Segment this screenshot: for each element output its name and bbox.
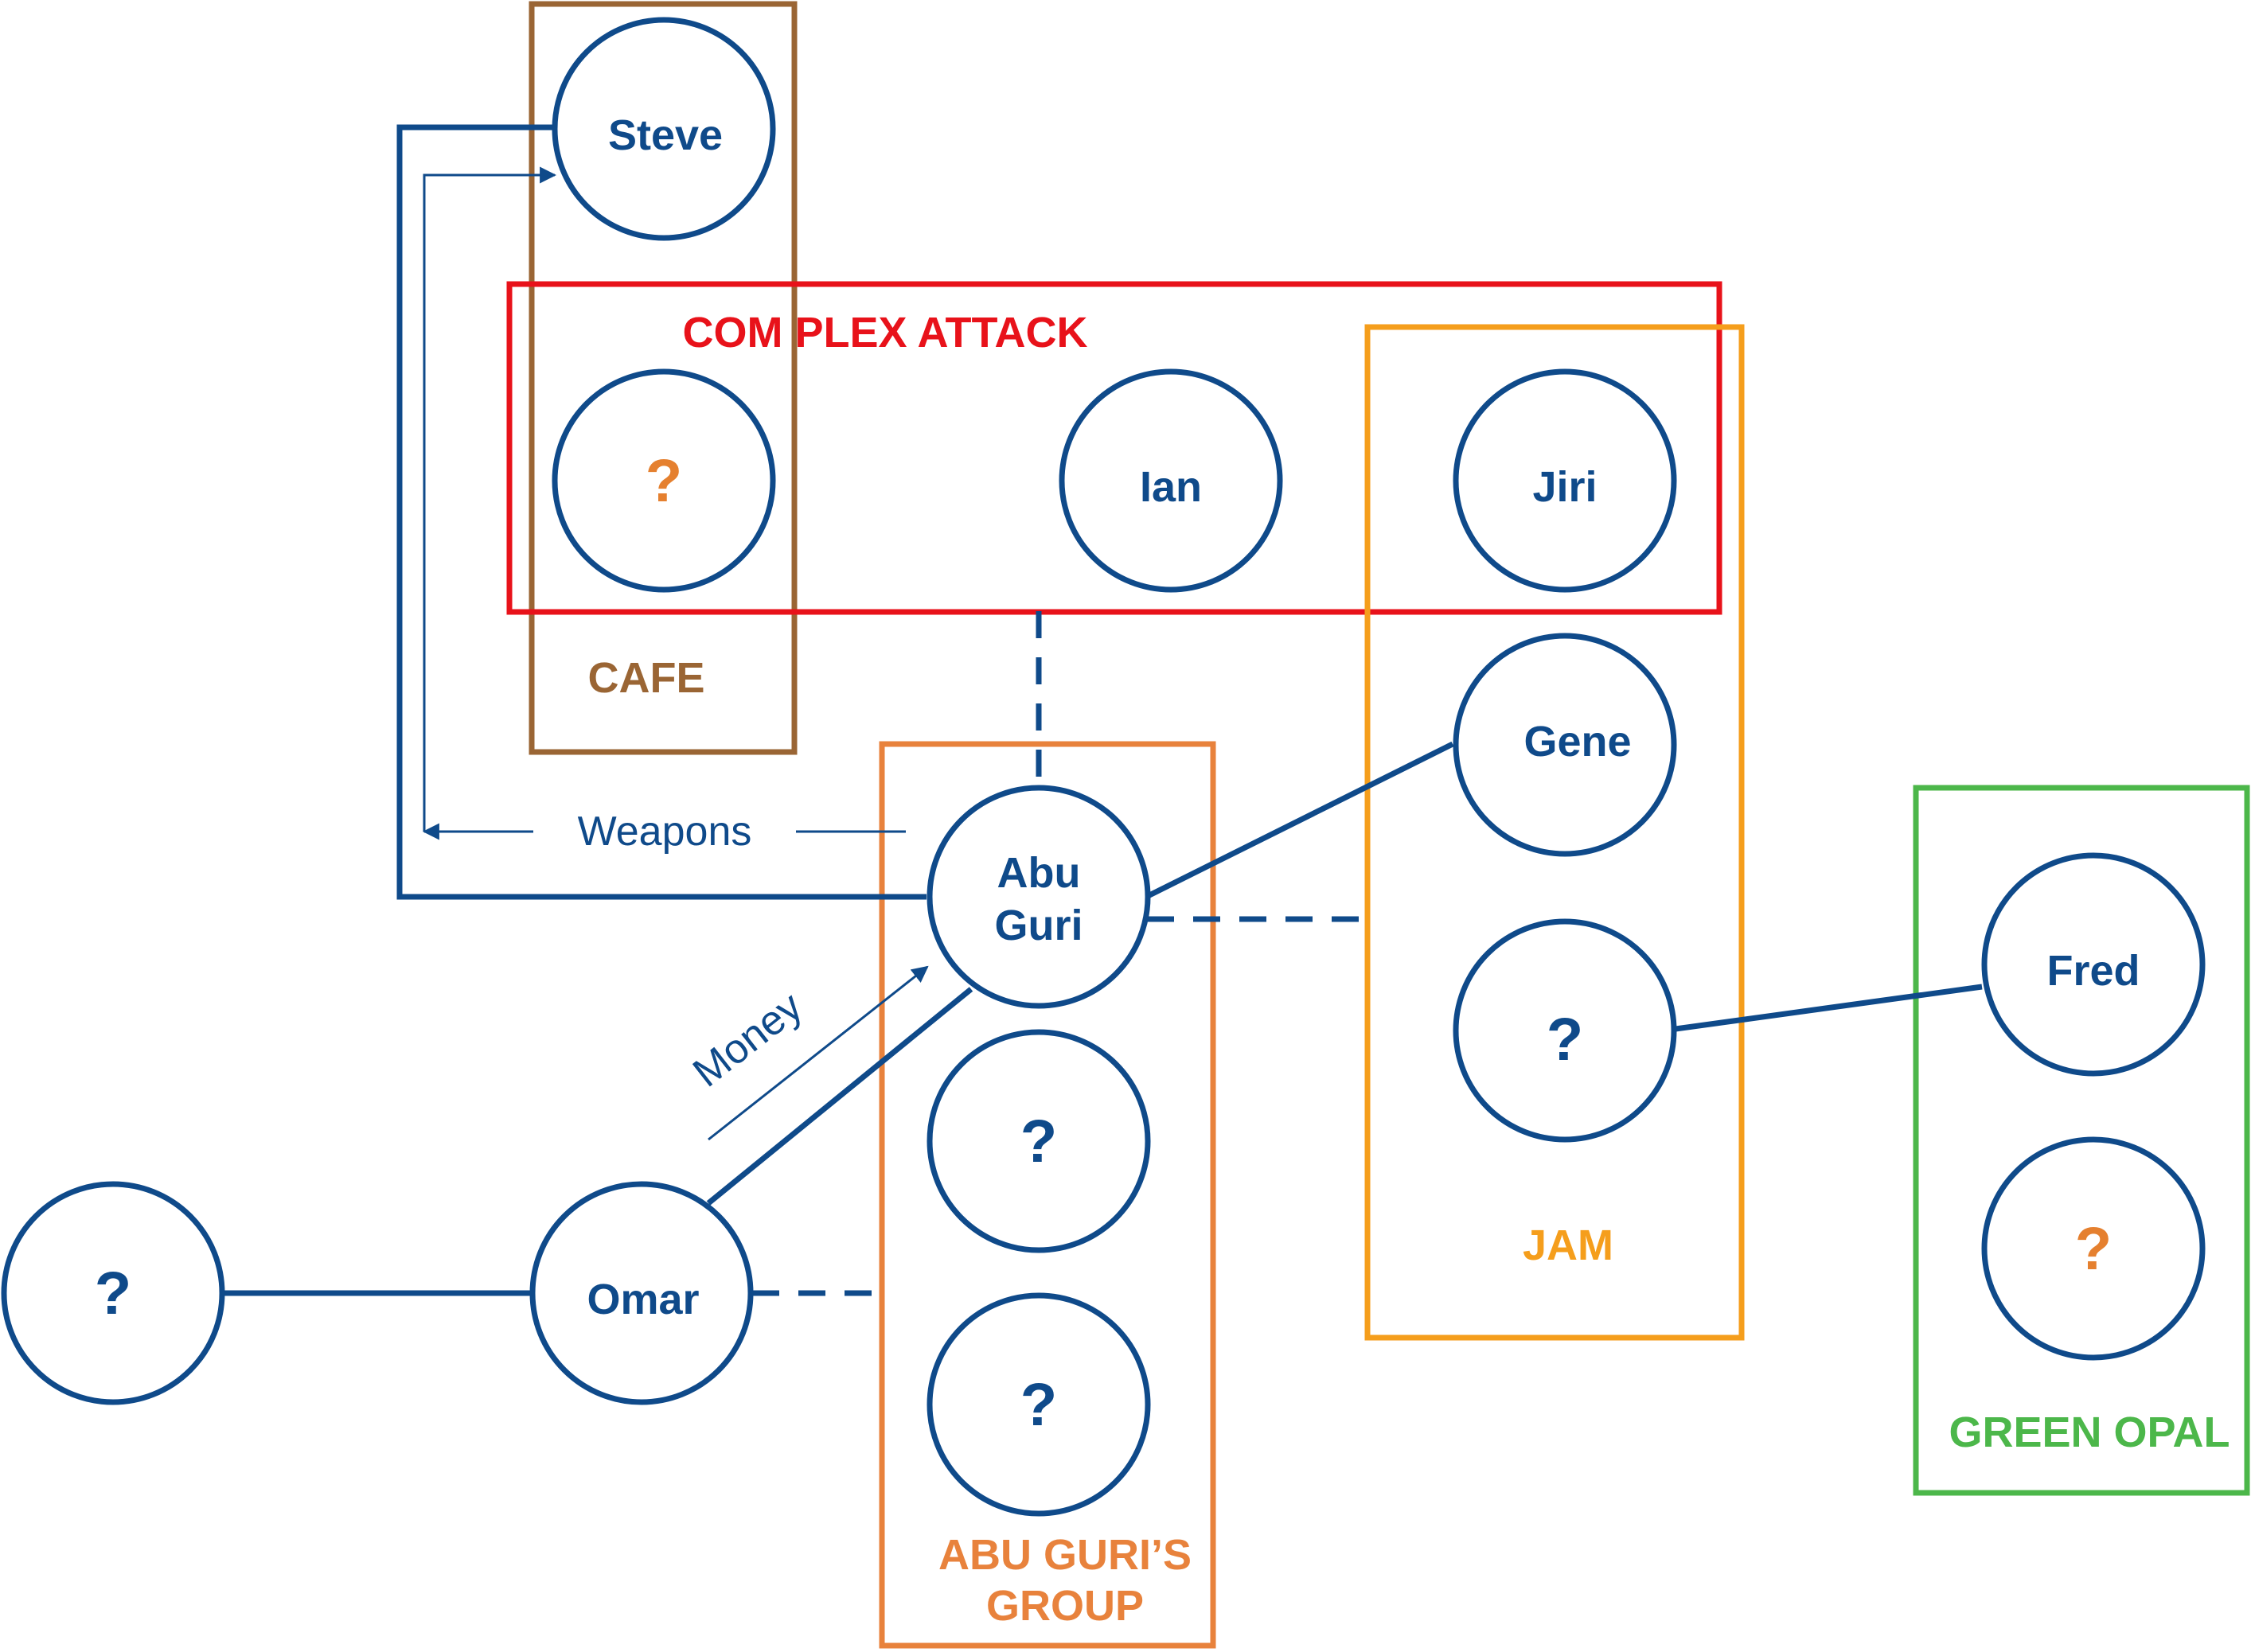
complex-attack-label: COM PLEX ATTACK: [683, 309, 1088, 357]
jam-fred-link: [1675, 984, 1983, 1032]
node-abu-unknown-2-label: ?: [1020, 1371, 1057, 1439]
jam-label: JAM: [1523, 1221, 1613, 1269]
node-green-unknown-label: ?: [2075, 1215, 2112, 1283]
node-abu-unknown-2: ?: [927, 1292, 1151, 1517]
node-left-unknown: ?: [1, 1181, 225, 1405]
abu-guri-group-box: [879, 741, 1216, 1649]
green-opal-group-box: [1913, 785, 2250, 1496]
node-abu-guri-label-line2: Guri: [994, 902, 1083, 949]
cafe-label: CAFE: [588, 654, 705, 702]
node-steve-label: Steve: [608, 111, 723, 159]
weapons-label: Weapons: [578, 808, 752, 855]
node-abu-unknown-1-label: ?: [1020, 1108, 1057, 1175]
complex-attack-box: [506, 281, 1722, 615]
node-ian: Ian: [1059, 368, 1283, 593]
node-cafe-unknown-label: ?: [646, 447, 682, 515]
money-label: Money: [685, 984, 811, 1097]
green-opal-label: GREEN OPAL: [1949, 1408, 2230, 1456]
node-jiri: Jiri: [1453, 368, 1677, 593]
cafe-group-box: [529, 1, 798, 755]
abu-guri-group-label-line2: GROUP: [986, 1582, 1144, 1630]
abu-gene-link: [1143, 741, 1454, 901]
node-gene: Gene: [1453, 633, 1677, 857]
node-steve: Steve: [552, 17, 776, 241]
node-gene-label: Gene: [1523, 718, 1631, 766]
node-fred: Fred: [1981, 852, 2206, 1077]
node-omar: Omar: [529, 1181, 754, 1405]
node-jam-unknown-label: ?: [1547, 1006, 1583, 1073]
abu-guri-group-label-line1: ABU GURI’S: [938, 1531, 1192, 1579]
node-ian-label: Ian: [1140, 463, 1202, 511]
node-abu-unknown-1: ?: [927, 1029, 1151, 1253]
node-jiri-label: Jiri: [1532, 463, 1597, 511]
node-jam-unknown: ?: [1453, 918, 1677, 1143]
jam-group-box: [1364, 324, 1745, 1341]
money-flow-arrow: [708, 965, 929, 1141]
omar-abu-link: [706, 987, 973, 1206]
abu-steve-link: [396, 124, 927, 900]
node-abu-guri: Abu Guri: [927, 785, 1151, 1009]
node-omar-label: Omar: [587, 1276, 699, 1323]
node-fred-label: Fred: [2046, 947, 2140, 995]
weapons-flow-arrow-up: [423, 166, 557, 832]
node-cafe-unknown: ?: [552, 368, 776, 593]
node-green-unknown: ?: [1981, 1136, 2206, 1361]
node-left-unknown-label: ?: [95, 1260, 131, 1327]
node-abu-guri-label-line1: Abu: [997, 849, 1081, 897]
